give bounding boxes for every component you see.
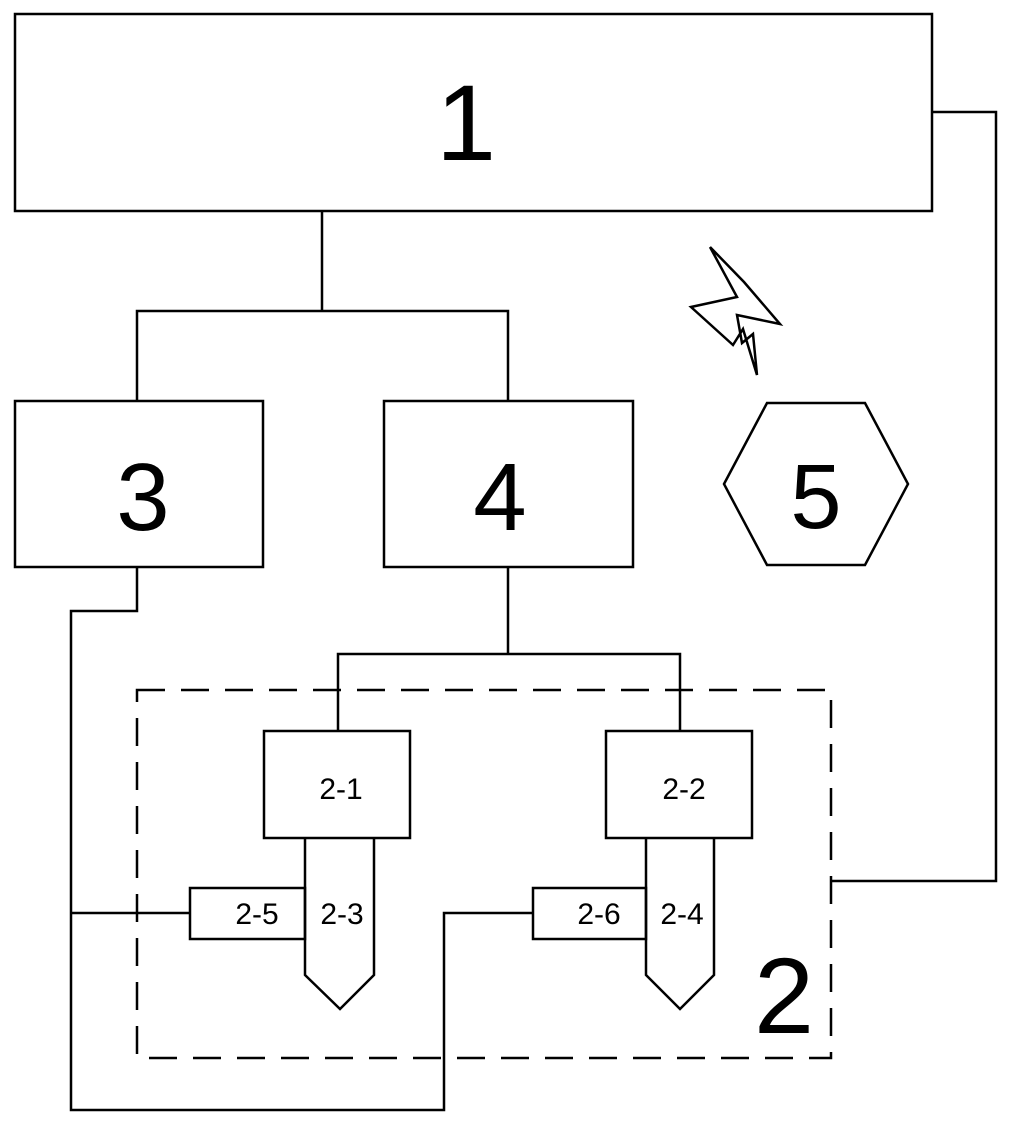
block-2-4-label: 2-4 [660,898,703,931]
connector-1-to-2 [831,112,996,881]
wireless-icon [691,247,780,375]
block-2-1-label: 2-1 [319,773,362,806]
block-2-label: 2 [754,935,814,1056]
block-4-label: 4 [473,444,526,551]
block-2-2-label: 2-2 [662,773,705,806]
connector-bus-3-4 [137,311,508,401]
block-3-label: 3 [116,444,169,551]
block-1-label: 1 [436,62,496,183]
block-2-5-label: 2-5 [235,898,278,931]
block-5-label: 5 [790,446,841,548]
block-2-3-label: 2-3 [320,898,363,931]
block-2-6-label: 2-6 [577,898,620,931]
block-2-dashed-boundary [137,690,831,1058]
connector-bus-2-1-2-2 [338,654,680,731]
